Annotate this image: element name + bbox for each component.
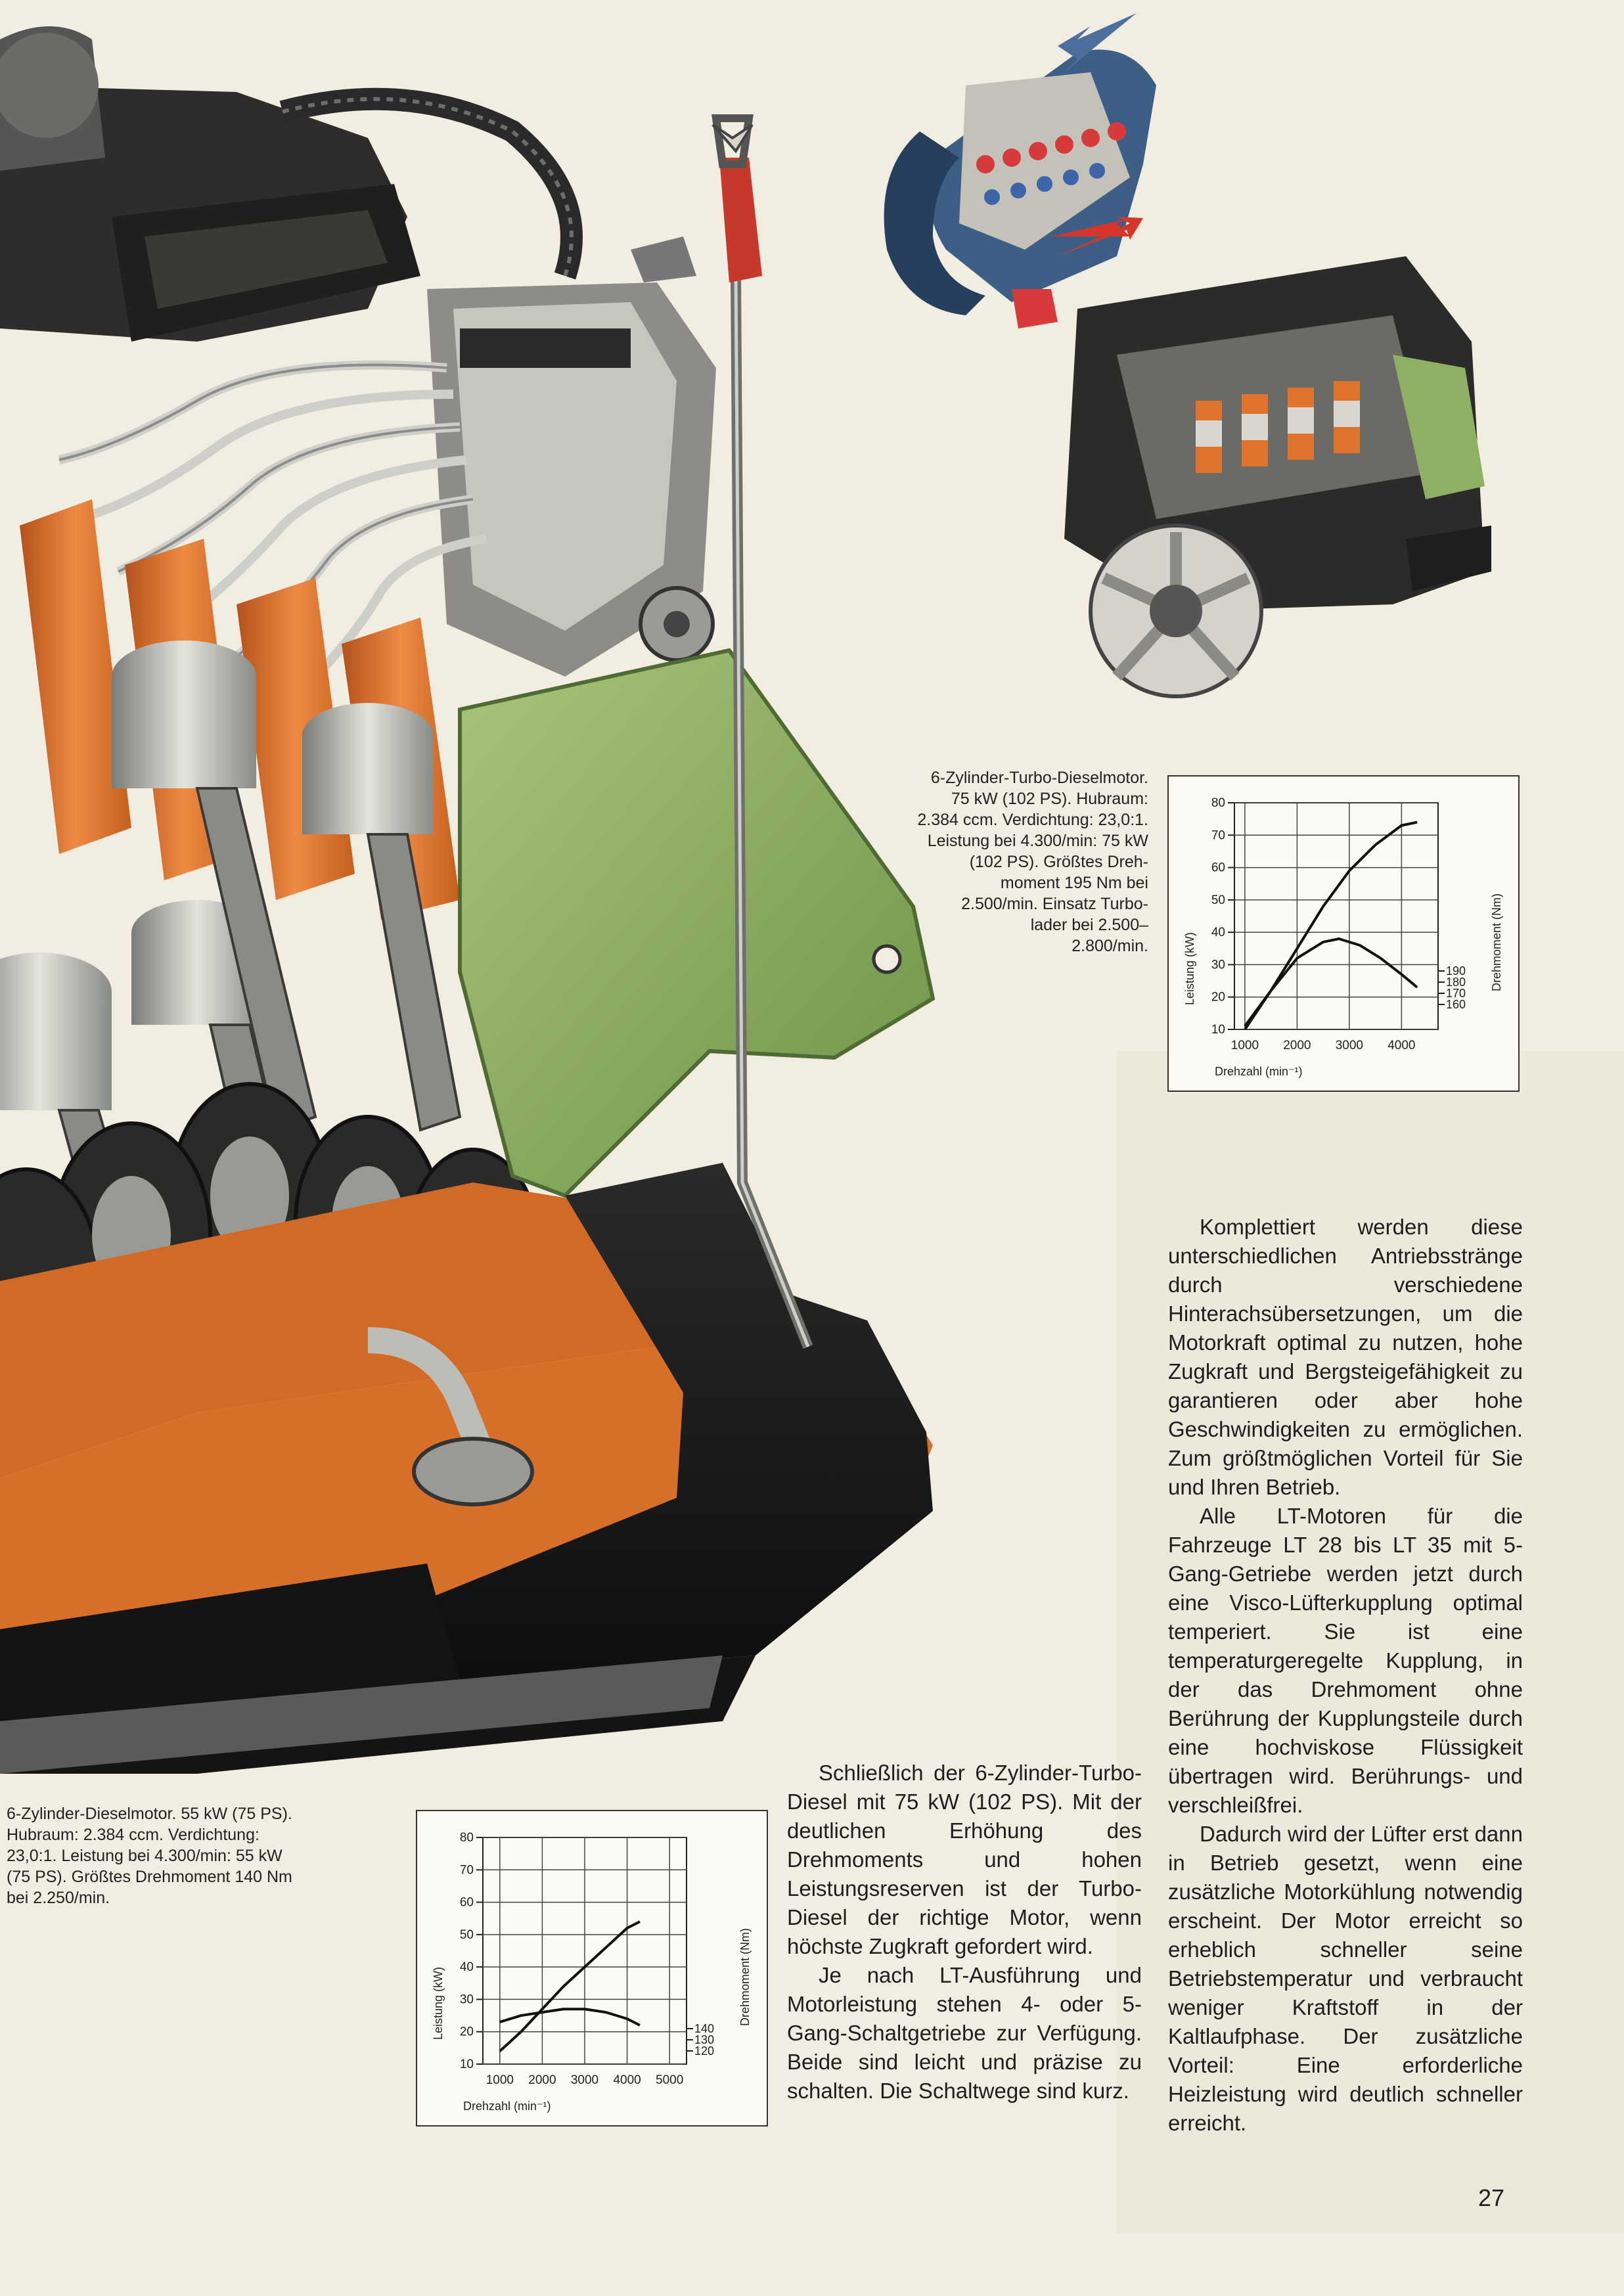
x-tick-label: 2000 [528,2073,556,2087]
y-tick-label: 80 [460,1831,474,1845]
series-line-1 [1244,821,1418,1027]
y2-tick-label: 190 [1446,964,1466,978]
y-tick-label: 10 [460,2058,474,2071]
x-tick-label: 3000 [1336,1039,1363,1052]
turbo-inset-drawing [884,13,1156,328]
y-tick-label: 80 [1211,796,1225,810]
x-tick-label: 4000 [1387,1039,1415,1052]
y-tick-label: 70 [460,1863,474,1877]
page-number: 27 [1478,2184,1505,2211]
middle-paragraph-1: Schließlich der 6-Zylinder-Turbo-Diesel … [787,1761,1142,1958]
x-tick-label: 1000 [1231,1039,1259,1052]
y2-tick-label: 120 [694,2044,714,2058]
x-tick-label: 3000 [571,2073,598,2087]
x-axis-label: Drehzahl (min⁻¹) [463,2100,551,2113]
x-axis-label: Drehzahl (min⁻¹) [1215,1065,1303,1078]
y-tick-label: 40 [460,1960,474,1974]
right-paragraph-2: Alle LT-Motoren für die Fahrzeuge LT 28 … [1168,1504,1523,1817]
right-paragraph-3: Dadurch wird der Lüfter erst dann in Bet… [1168,1822,1523,2135]
series-line-1 [499,1920,641,2052]
y2-tick-label: 170 [1446,987,1466,1000]
y-axis-label: Leistung (kW) [432,1967,445,2040]
x-tick-label: 4000 [613,2073,641,2087]
right-text-column: Komplettiert werden diese unterschiedlic… [1168,1213,1523,2138]
y2-tick-label: 140 [694,2022,714,2035]
y-tick-label: 70 [1211,828,1225,842]
main-engine-drawing [0,26,936,1774]
y-tick-label: 20 [460,2025,474,2039]
y2-axis-label: Drehmoment (Nm) [1490,893,1503,991]
y2-tick-label: 130 [694,2033,714,2046]
x-tick-label: 2000 [1283,1039,1311,1052]
y2-tick-label: 160 [1446,998,1466,1011]
y-tick-label: 50 [1211,893,1225,907]
y-tick-label: 40 [1211,926,1225,939]
y-tick-label: 20 [1211,991,1225,1004]
x-tick-label: 5000 [656,2073,683,2087]
y-tick-label: 30 [460,1992,474,2006]
turbo-engine-chart-svg: 1000 2000 3000 4000 10 20 30 40 50 60 70 80 16017018… [1183,796,1503,1078]
series-line-2 [1244,937,1418,1031]
right-paragraph-1: Komplettiert werden diese unterschiedlic… [1168,1215,1523,1499]
y-axis-label: Leistung (kW) [1183,932,1196,1005]
y2-tick-label: 180 [1446,976,1466,989]
middle-paragraph-2: Je nach LT-Ausführung und Motorleistung … [787,1963,1142,2103]
x-tick-label: 1000 [486,2073,514,2087]
plot-area [1234,802,1439,1030]
y2-axis-label: Drehmoment (Nm) [738,1928,752,2026]
engine-inset-drawing [1064,256,1491,698]
y-tick-label: 10 [1211,1023,1225,1037]
series-line-2 [499,2008,641,2027]
y-tick-label: 30 [1211,958,1225,972]
y-tick-label: 60 [460,1896,474,1910]
middle-text-column: Schließlich der 6-Zylinder-Turbo-Diesel … [787,1759,1142,2105]
diesel-engine-caption: 6-Zylinder-Dieselmotor. 55 kW (75 PS). H… [7,1805,292,1907]
y-tick-label: 60 [1211,861,1225,875]
turbo-engine-caption: 6-Zylinder-Turbo-Dieselmotor. 75 kW (102… [917,769,1148,955]
y-tick-label: 50 [460,1928,474,1942]
